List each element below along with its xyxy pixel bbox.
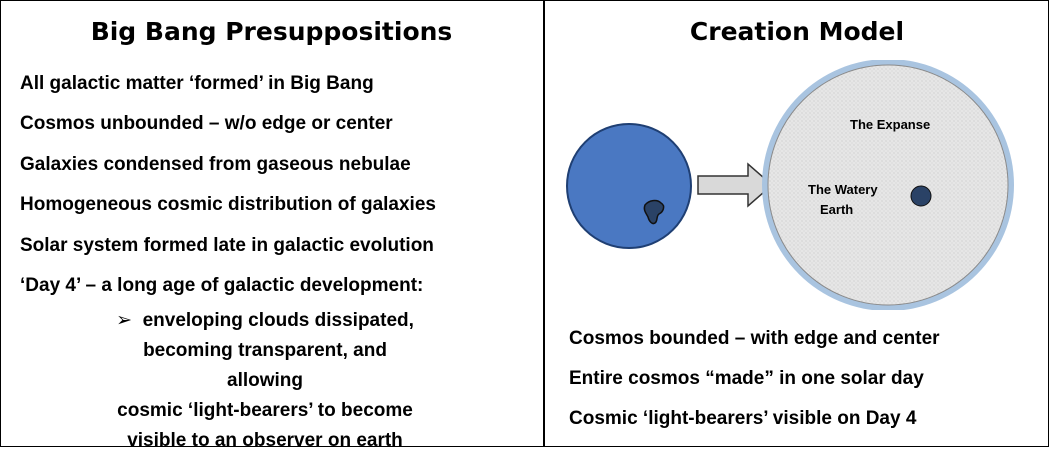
column-divider [543, 0, 545, 447]
big-bang-item-6: ‘Day 4’ – a long age of galactic develop… [20, 275, 424, 296]
creation-item-1: Cosmos bounded – with edge and center [569, 328, 940, 349]
big-bang-item-4: Homogeneous cosmic distribution of galax… [20, 194, 436, 215]
big-bang-item-5: Solar system formed late in galactic evo… [20, 235, 434, 256]
day4-subpoint-line-1: ➢ enveloping clouds dissipated, [116, 310, 414, 331]
day4-subpoint-line-2: becoming transparent, and allowing [143, 340, 387, 391]
watery-earth-label-line1: The Watery [808, 182, 878, 197]
big-bang-item-1: All galactic matter ‘formed’ in Big Bang [20, 73, 374, 94]
expanse-sphere [767, 64, 1009, 306]
watery-earth-label-line2: Earth [820, 202, 853, 217]
expanse-label: The Expanse [850, 117, 930, 132]
big-bang-item-2: Cosmos unbounded – w/o edge or center [20, 113, 393, 134]
day4-subpoint: ➢ enveloping clouds dissipated, becoming… [110, 306, 420, 456]
earth-land-icon [643, 199, 665, 225]
arrow-bullet-icon: ➢ [116, 310, 133, 331]
day4-subpoint-line-3: cosmic ‘light-bearers’ to become [117, 400, 413, 421]
day4-subpoint-line-4: visible to an observer on earth [127, 430, 403, 451]
big-bang-title: Big Bang Presuppositions [90, 17, 453, 46]
watery-earth-dot [910, 185, 932, 207]
initial-water-sphere [566, 123, 692, 249]
big-bang-item-3: Galaxies condensed from gaseous nebulae [20, 154, 411, 175]
creation-item-2: Entire cosmos “made” in one solar day [569, 368, 924, 389]
transformation-arrow-icon [697, 162, 774, 208]
creation-diagram: The Expanse The Watery Earth [566, 60, 1014, 310]
creation-item-3: Cosmic ‘light-bearers’ visible on Day 4 [569, 408, 917, 429]
creation-model-title: Creation Model [689, 17, 905, 46]
